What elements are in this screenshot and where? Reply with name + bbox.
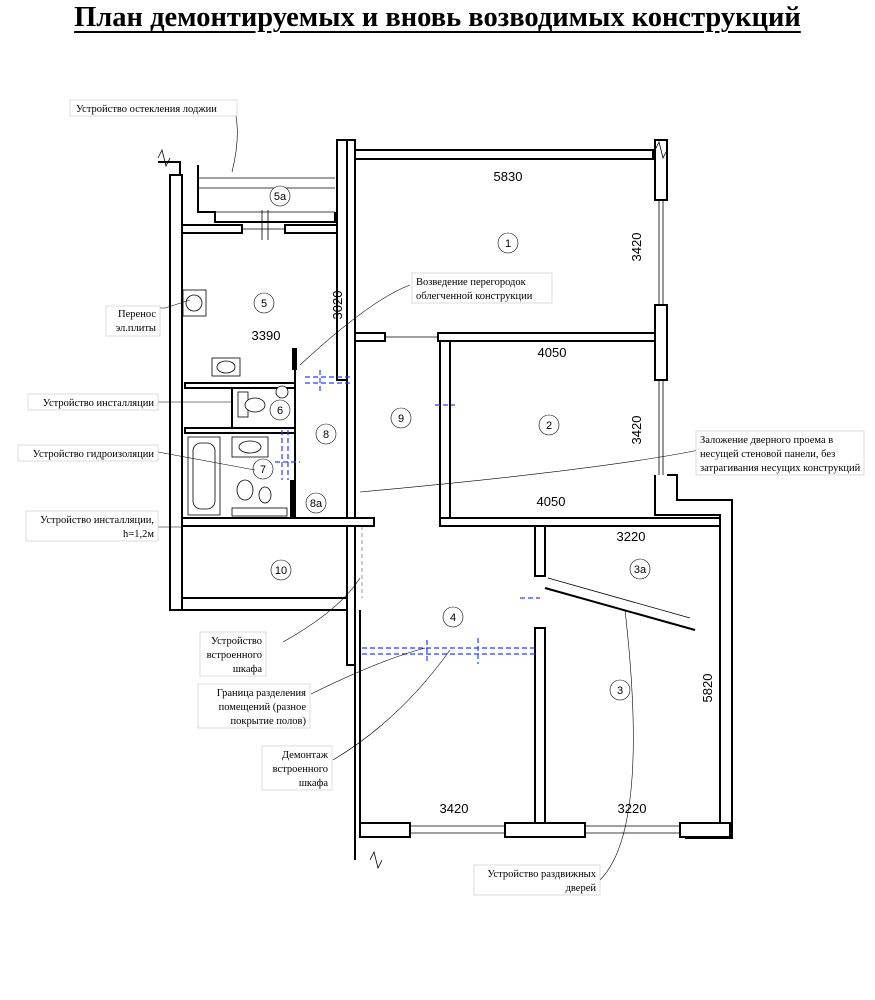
svg-text:7: 7 bbox=[260, 464, 266, 476]
note-boundary: Граница разделения помещений (разное пок… bbox=[197, 683, 311, 729]
room-label: 5 bbox=[253, 292, 275, 314]
svg-text:2: 2 bbox=[546, 420, 552, 432]
room-label: 4 bbox=[442, 606, 464, 628]
note-sliding: Устройство раздвижных дверей bbox=[473, 864, 601, 896]
svg-text:3а: 3а bbox=[634, 564, 647, 576]
svg-text:Заложение дверного проема в: Заложение дверного проема в bbox=[700, 435, 833, 446]
svg-text:дверей: дверей bbox=[566, 883, 597, 894]
svg-text:Возведение перегородок: Возведение перегородок bbox=[416, 277, 527, 288]
svg-text:Устройство раздвижных: Устройство раздвижных bbox=[487, 869, 596, 880]
note-waterproof: Устройство гидроизоляции bbox=[17, 444, 159, 462]
svg-text:шкафа: шкафа bbox=[299, 778, 328, 789]
svg-text:Устройство остекления лоджии: Устройство остекления лоджии bbox=[76, 104, 217, 115]
svg-text:облегченной конструкции: облегченной конструкции bbox=[416, 291, 533, 302]
wall-loggia-left bbox=[158, 161, 181, 175]
fixtures bbox=[182, 289, 289, 517]
svg-text:покрытие полов): покрытие полов) bbox=[231, 716, 307, 727]
svg-text:9: 9 bbox=[398, 413, 404, 425]
note-install1: Устройство инсталляции bbox=[27, 393, 159, 411]
svg-text:Устройство: Устройство bbox=[211, 636, 262, 647]
dim-r3-h: 5820 bbox=[700, 674, 715, 703]
svg-text:3: 3 bbox=[617, 685, 623, 697]
dim-r4-w: 3420 bbox=[440, 801, 469, 816]
svg-text:помещений (разное: помещений (разное bbox=[219, 702, 307, 713]
new-partitions bbox=[275, 370, 540, 664]
room-label: 3 bbox=[609, 679, 631, 701]
dimensions: 5830 3420 4050 3420 4050 3220 5820 3220 … bbox=[252, 169, 715, 816]
svg-text:5: 5 bbox=[261, 298, 267, 310]
svg-text:4: 4 bbox=[450, 612, 456, 624]
svg-text:Демонтаж: Демонтаж bbox=[282, 750, 329, 761]
wall-left bbox=[169, 174, 183, 611]
dim-r1-w: 5830 bbox=[494, 169, 523, 184]
leaders bbox=[129, 115, 700, 881]
svg-text:затрагивания несущих конструкц: затрагивания несущих конструкций bbox=[700, 463, 861, 474]
page-title: План демонтируемых и вновь возводимых ко… bbox=[74, 2, 801, 33]
note-install2: Устройство инсталляции, h=1,2м bbox=[25, 510, 159, 542]
wall-loggia-rail bbox=[197, 165, 336, 223]
svg-text:Устройство инсталляции: Устройство инсталляции bbox=[43, 398, 155, 409]
dim-r5-h: 3020 bbox=[330, 291, 345, 320]
note-doorway: Заложение дверного проема в несущей стен… bbox=[695, 430, 865, 476]
svg-text:8: 8 bbox=[323, 429, 329, 441]
room-label: 8а bbox=[305, 492, 327, 514]
note-wardrobe-demo: Демонтаж встроенного шкафа bbox=[261, 745, 333, 791]
room-label: 2 bbox=[538, 414, 560, 436]
room-label: 5а bbox=[269, 185, 291, 207]
dim-r2-w-top: 4050 bbox=[538, 345, 567, 360]
note-wardrobe-new: Устройство встроенного шкафа bbox=[199, 631, 267, 677]
wall-r1-top bbox=[354, 149, 654, 160]
room-label: 9 bbox=[390, 407, 412, 429]
wall-5-1 bbox=[336, 139, 348, 381]
svg-text:h=1,2м: h=1,2м bbox=[123, 529, 154, 540]
svg-text:несущей стеновой панели, без: несущей стеновой панели, без bbox=[700, 449, 835, 460]
svg-text:Устройство инсталляции,: Устройство инсталляции, bbox=[40, 515, 154, 526]
svg-text:Перенос: Перенос bbox=[118, 309, 156, 320]
walls bbox=[157, 139, 733, 870]
room-label: 10 bbox=[270, 559, 292, 581]
wall-9-2 bbox=[439, 340, 451, 522]
svg-text:встроенного: встроенного bbox=[207, 650, 262, 661]
room-label: 3а bbox=[629, 558, 651, 580]
svg-text:Устройство гидроизоляции: Устройство гидроизоляции bbox=[33, 449, 155, 460]
dim-r2-w-bottom: 4050 bbox=[537, 494, 566, 509]
svg-text:10: 10 bbox=[275, 565, 287, 577]
note-loggia: Устройство остекления лоджии bbox=[69, 99, 238, 117]
note-stove: Перенос эл.плиты bbox=[105, 305, 161, 337]
room-label: 8 bbox=[315, 423, 337, 445]
note-partitions: Возведение перегородок облегченной конст… bbox=[411, 272, 553, 304]
svg-text:встроенного: встроенного bbox=[273, 764, 328, 775]
svg-text:6: 6 bbox=[277, 405, 283, 417]
room-label: 1 bbox=[497, 232, 519, 254]
room-label: 6 bbox=[269, 399, 291, 421]
dim-r5-w: 3390 bbox=[252, 328, 281, 343]
svg-text:эл.плиты: эл.плиты bbox=[116, 323, 156, 334]
dim-r1-h: 3420 bbox=[629, 233, 644, 262]
dim-r3a-w: 3220 bbox=[617, 529, 646, 544]
dim-r3-w: 3220 bbox=[618, 801, 647, 816]
svg-text:8а: 8а bbox=[310, 498, 323, 510]
svg-text:шкафа: шкафа bbox=[233, 664, 262, 675]
room-labels: 1 2 3 3а 4 5 5а 6 7 8 8а 9 10 bbox=[252, 185, 651, 701]
room-label: 7 bbox=[252, 458, 274, 480]
svg-text:Граница разделения: Граница разделения bbox=[217, 688, 306, 699]
svg-text:5а: 5а bbox=[274, 191, 287, 203]
dim-r2-h: 3420 bbox=[629, 416, 644, 445]
svg-text:1: 1 bbox=[505, 238, 511, 250]
